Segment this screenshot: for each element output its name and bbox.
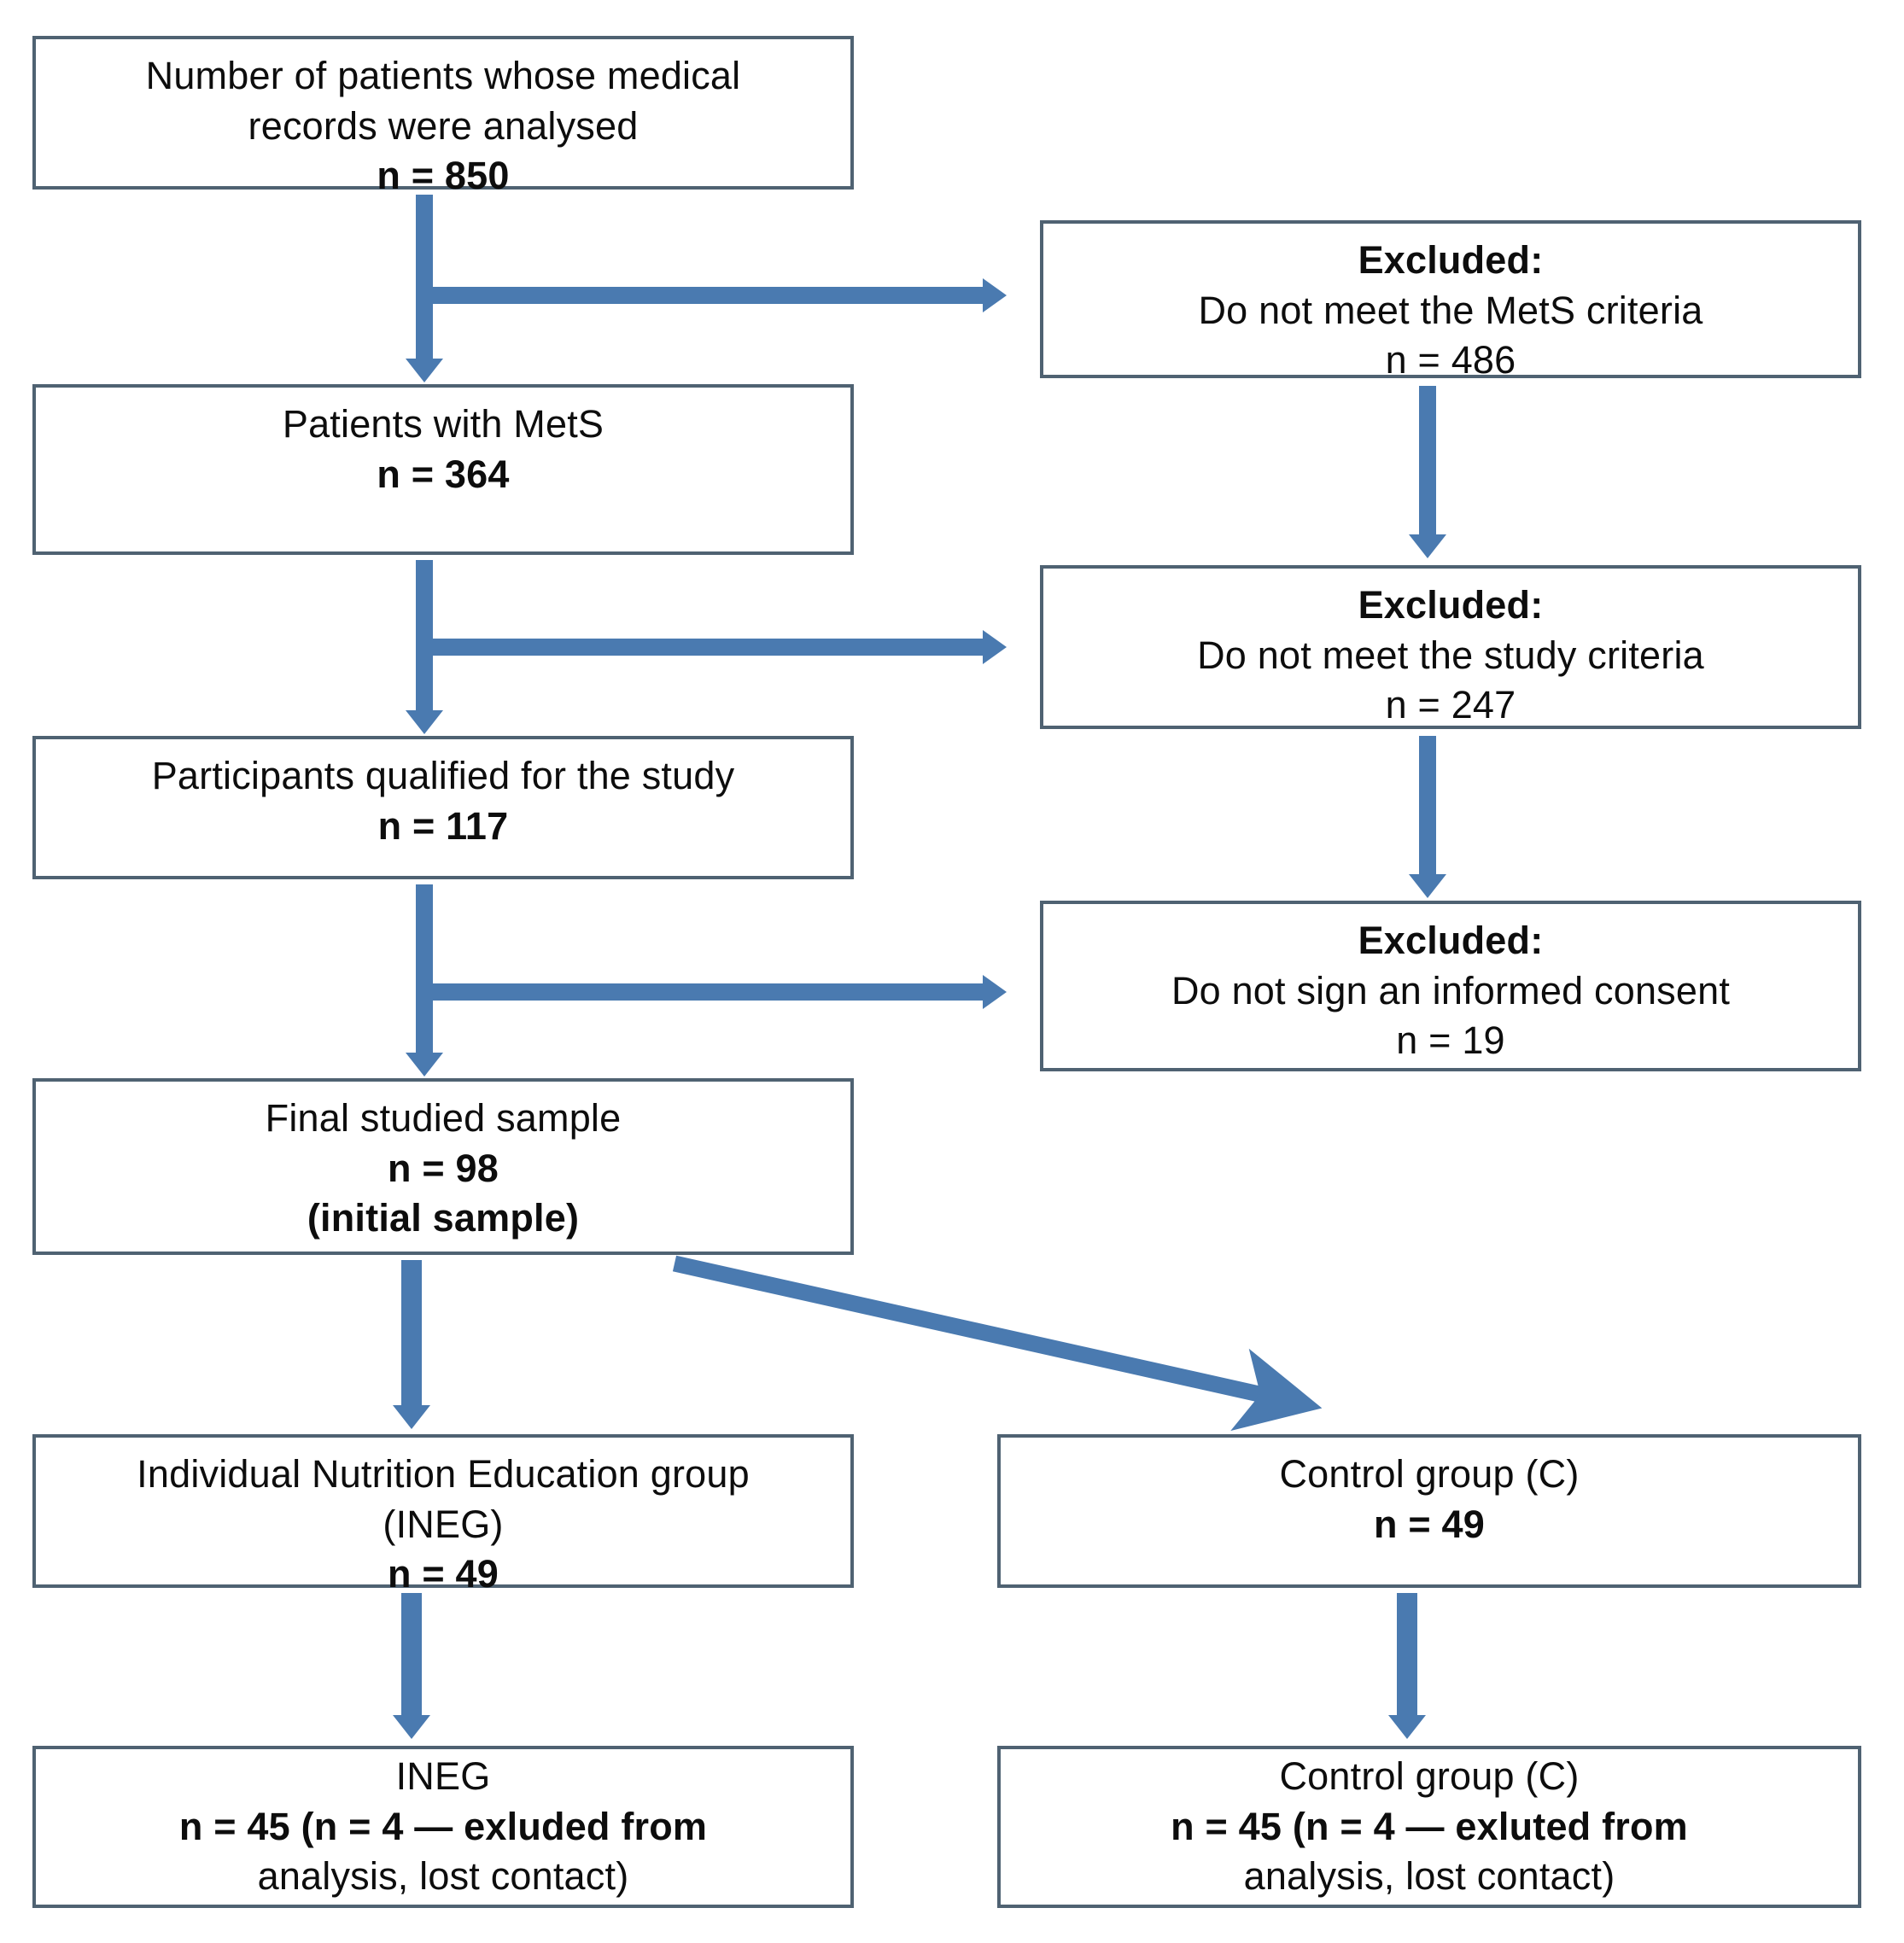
line-1: Individual Nutrition Education group bbox=[137, 1452, 750, 1496]
line-2: Do not sign an informed consent bbox=[1171, 968, 1731, 1012]
line-1: Patients with MetS bbox=[282, 402, 604, 446]
line-1: Excluded: bbox=[1358, 919, 1544, 962]
line-3: n = 850 bbox=[377, 154, 510, 197]
line-1: Number of patients whose medical bbox=[145, 54, 741, 97]
line-2: n = 45 (n = 4 — exluded from bbox=[178, 1804, 708, 1848]
line-2: (INEG) bbox=[383, 1502, 504, 1546]
line-3: n = 19 bbox=[1396, 1018, 1505, 1062]
arrowhead-down-icon bbox=[406, 1053, 443, 1077]
line-1: Excluded: bbox=[1358, 238, 1544, 282]
line-2: Do not meet the study criteria bbox=[1197, 633, 1704, 677]
box-qualified: Participants qualified for the study n =… bbox=[32, 736, 854, 879]
box-records-analysed-text: Number of patients whose medical records… bbox=[146, 51, 741, 201]
box-excluded-study-text: Excluded: Do not meet the study criteria… bbox=[1197, 581, 1704, 731]
arrow-excluded-mets-to-excluded-study bbox=[1409, 386, 1446, 558]
box-ineg-group-text: Individual Nutrition Education group (IN… bbox=[137, 1450, 750, 1600]
line-3: n = 247 bbox=[1385, 683, 1516, 726]
arrow-records-to-excluded-mets bbox=[433, 278, 1007, 312]
box-excluded-consent-text: Excluded: Do not sign an informed consen… bbox=[1171, 916, 1730, 1066]
box-records-analysed: Number of patients whose medical records… bbox=[32, 36, 854, 197]
line-3: (initial sample) bbox=[307, 1196, 580, 1240]
box-ineg-final-text: INEG n = 45 (n = 4 — exluded from analys… bbox=[179, 1752, 707, 1902]
line-3: n = 486 bbox=[1385, 338, 1516, 382]
line-2: Do not meet the MetS criteria bbox=[1198, 288, 1703, 332]
box-excluded-mets-text: Excluded: Do not meet the MetS criteria … bbox=[1198, 236, 1703, 386]
arrow-control-group-to-control-final bbox=[1388, 1593, 1426, 1739]
line-2: n = 45 (n = 4 — exluted from bbox=[1171, 1804, 1688, 1848]
box-control-final: Control group (C) n = 45 (n = 4 — exlute… bbox=[997, 1746, 1861, 1908]
box-control-group: Control group (C) n = 49 bbox=[997, 1434, 1861, 1588]
arrow-ineg-group-to-ineg-final bbox=[393, 1593, 430, 1739]
arrowhead-down-icon bbox=[406, 359, 443, 382]
arrow-qualified-to-excluded-consent bbox=[433, 975, 1007, 1009]
arrow-final-sample-to-control-group bbox=[672, 1255, 1323, 1432]
line-1: Excluded: bbox=[1358, 583, 1544, 627]
box-excluded-consent: Excluded: Do not sign an informed consen… bbox=[1040, 901, 1861, 1071]
box-final-sample-text: Final studied sample n = 98 (initial sam… bbox=[266, 1094, 622, 1244]
arrowhead-right-icon bbox=[983, 975, 1007, 1009]
arrowhead-down-icon bbox=[393, 1715, 430, 1739]
arrow-patients-mets-to-qualified bbox=[406, 560, 443, 734]
line-2: n = 49 bbox=[1373, 1502, 1486, 1546]
box-qualified-text: Participants qualified for the study n =… bbox=[152, 751, 735, 851]
arrowhead-down-icon bbox=[1409, 874, 1446, 898]
arrow-qualified-to-final-sample bbox=[406, 884, 443, 1077]
line-2: n = 98 bbox=[387, 1146, 499, 1190]
line-1: Final studied sample bbox=[265, 1096, 622, 1140]
box-final-sample: Final studied sample n = 98 (initial sam… bbox=[32, 1078, 854, 1255]
arrowhead-right-icon bbox=[983, 278, 1007, 312]
box-excluded-mets: Excluded: Do not meet the MetS criteria … bbox=[1040, 220, 1861, 382]
arrowhead-down-icon bbox=[393, 1405, 430, 1429]
box-control-group-text: Control group (C) n = 49 bbox=[1279, 1450, 1579, 1549]
arrowhead-down-icon bbox=[406, 710, 443, 734]
line-3: n = 49 bbox=[387, 1552, 499, 1596]
box-patients-mets: Patients with MetS n = 364 bbox=[32, 384, 854, 555]
line-2: n = 364 bbox=[377, 452, 510, 496]
arrow-final-sample-to-ineg-group bbox=[393, 1260, 430, 1429]
box-ineg-group: Individual Nutrition Education group (IN… bbox=[32, 1434, 854, 1596]
box-excluded-study: Excluded: Do not meet the study criteria… bbox=[1040, 565, 1861, 729]
line-1: Control group (C) bbox=[1279, 1452, 1580, 1496]
box-patients-mets-text: Patients with MetS n = 364 bbox=[283, 400, 604, 499]
line-3: analysis, lost contact) bbox=[257, 1854, 629, 1899]
arrow-patients-mets-to-excluded-study bbox=[433, 630, 1007, 664]
line-1: Participants qualified for the study bbox=[151, 754, 735, 797]
arrowhead-down-icon bbox=[1409, 534, 1446, 558]
line-2: n = 117 bbox=[377, 803, 509, 848]
line-1: INEG bbox=[395, 1754, 491, 1799]
arrowhead-down-icon bbox=[1388, 1715, 1426, 1739]
box-ineg-final: INEG n = 45 (n = 4 — exluded from analys… bbox=[32, 1746, 854, 1908]
arrowhead-right-icon bbox=[983, 630, 1007, 664]
line-2: records were analysed bbox=[248, 103, 639, 148]
line-1: Control group (C) bbox=[1279, 1754, 1580, 1799]
arrow-excluded-study-to-excluded-consent bbox=[1409, 736, 1446, 898]
arrowhead-diagonal-icon bbox=[672, 1255, 1323, 1432]
arrow-records-to-patients-mets bbox=[406, 195, 443, 382]
line-3: analysis, lost contact) bbox=[1243, 1854, 1615, 1899]
box-control-final-text: Control group (C) n = 45 (n = 4 — exlute… bbox=[1171, 1752, 1688, 1902]
